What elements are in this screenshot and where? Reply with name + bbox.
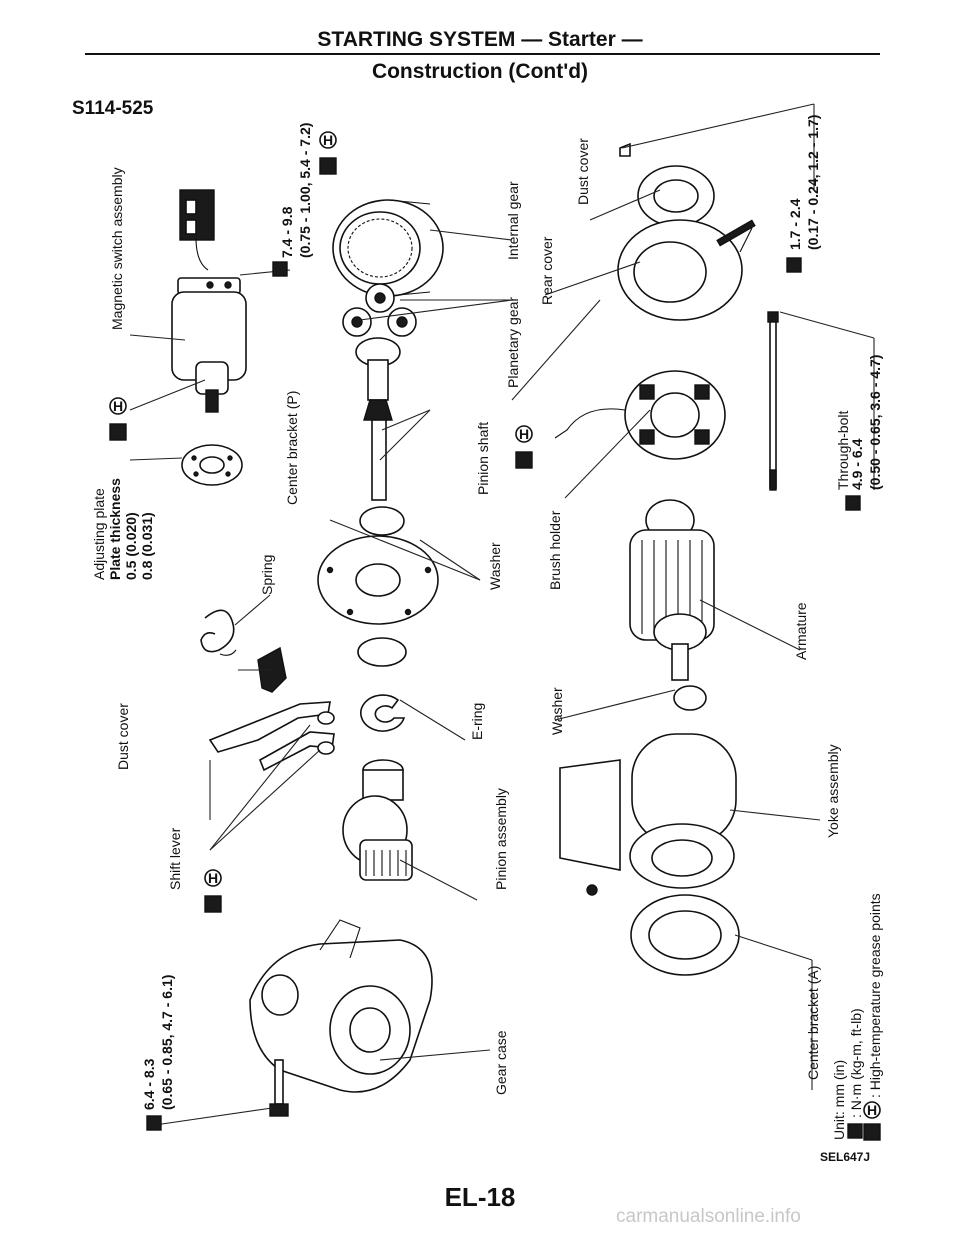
grease-symbol-brush-holder: H [515, 425, 533, 469]
label-gear-case: Gear case [493, 1030, 509, 1095]
starter-model-number: S114-525 [72, 98, 154, 119]
label-dust-cover-left: Dust cover [115, 703, 131, 770]
rear-cover-part [617, 219, 756, 321]
torque-gear-case-nm: 6.4 - 8.3 [141, 1058, 157, 1110]
grease-symbol-letter: H [323, 132, 333, 148]
grease-symbol-shift-lever: H [204, 869, 222, 913]
page-subtitle: Construction (Cont'd) [371, 60, 589, 83]
grease-symbol-letter: H [113, 398, 123, 414]
torque-through-bolt-nm: 4.9 - 6.4 [849, 438, 865, 490]
torque-mag-switch-nm: 7.4 - 9.8 [279, 206, 295, 258]
torque-wrench-icon [845, 495, 861, 511]
label-plate-thickness-2: 0.8 (0.031) [139, 512, 155, 580]
label-plate-thickness: Plate thickness [107, 478, 123, 580]
grease-box-icon [109, 423, 127, 441]
label-internal-gear: Internal gear [505, 181, 521, 260]
legend: Unit: mm (in) : N·m (kg-m, ft-lb) H : Hi… [831, 893, 883, 1141]
watermark: carmanualsonline.info [616, 1206, 801, 1227]
torque-rear-cover-alt: (0.17 - 0.24, 1.2 - 1.7) [805, 115, 821, 250]
center-bracket-a-part [630, 894, 740, 976]
washer-center-part [359, 506, 405, 536]
label-planetary-gear: Planetary gear [505, 297, 521, 388]
grease-box-icon [204, 895, 222, 913]
label-pinion-shaft: Pinion shaft [475, 422, 491, 495]
title-rule [85, 53, 880, 55]
torque-gear-case-alt: (0.65 - 0.85, 4.7 - 6.1) [159, 975, 175, 1110]
armature-part [629, 499, 715, 681]
shift-lever-part [208, 701, 335, 772]
torque-gear-case: 6.4 - 8.3 (0.65 - 0.85, 4.7 - 6.1) [141, 975, 175, 1131]
pinion-shaft-part [355, 337, 401, 501]
e-ring-part [360, 694, 406, 732]
label-center-bracket-a: Center bracket (A) [805, 966, 821, 1080]
legend-grease: : High-temperature grease points [867, 893, 883, 1098]
label-magnetic-switch-assembly: Magnetic switch assembly [109, 167, 125, 330]
dust-cover-left-part [257, 646, 287, 693]
label-adjusting-plate: Adjusting plate [91, 488, 107, 580]
torque-wrench-icon [786, 257, 802, 273]
grease-box-icon [863, 1123, 881, 1141]
pinion-assembly-part [342, 759, 413, 881]
legend-torque: : N·m (kg-m, ft-lb) [848, 1008, 864, 1118]
label-washer-center: Washer [487, 542, 503, 590]
torque-through-bolt-alt: (0.50 - 0.65, 3.6 - 4.7) [867, 355, 883, 490]
page-number: EL-18 [444, 1182, 516, 1212]
internal-gear-part [332, 199, 444, 297]
torque-magnetic-switch: 7.4 - 9.8 (0.75 - 1.00, 5.4 - 7.2) [272, 123, 313, 277]
brush-holder-part [554, 370, 726, 460]
washer-right-part [673, 685, 707, 711]
torque-rear-cover-nm: 1.7 - 2.4 [787, 198, 803, 250]
magnetic-switch-connector [179, 189, 215, 271]
label-shift-lever: Shift lever [167, 827, 183, 890]
label-dust-cover-right: Dust cover [575, 138, 591, 205]
gear-case-bolt [269, 1059, 289, 1117]
through-bolt-part [767, 311, 779, 491]
gear-case-part [249, 919, 433, 1093]
label-through-bolt: Through-bolt [835, 411, 851, 490]
grease-symbol-letter: H [519, 426, 529, 442]
adjusting-plate [181, 444, 243, 486]
label-washer-right: Washer [549, 687, 565, 735]
label-center-bracket-p: Center bracket (P) [284, 391, 300, 505]
dust-cover-right-part [619, 142, 715, 227]
spring [200, 609, 237, 656]
label-brush-holder: Brush holder [547, 510, 563, 590]
label-armature: Armature [793, 602, 809, 660]
magnetic-switch-body [171, 277, 247, 413]
washer-lower-part [357, 637, 407, 667]
center-bracket-p-part [317, 535, 439, 625]
grease-symbol-letter: H [208, 870, 218, 886]
grease-box-icon [515, 451, 533, 469]
figure-code: SEL647J [820, 1150, 871, 1164]
legend-unit: Unit: mm (in) [831, 1060, 847, 1140]
label-plate-thickness-1: 0.5 (0.020) [123, 512, 139, 580]
label-yoke-assembly: Yoke assembly [825, 744, 841, 838]
torque-wrench-icon [272, 261, 288, 277]
label-pinion-assembly: Pinion assembly [493, 788, 509, 890]
grease-symbol-internal-gear: H [319, 131, 337, 175]
grease-symbol-letter: H [867, 1102, 877, 1118]
grease-box-icon [319, 157, 337, 175]
torque-through-bolt: 4.9 - 6.4 (0.50 - 0.65, 3.6 - 4.7) [845, 355, 883, 511]
grease-symbol-magnetic-switch: H [109, 397, 127, 441]
label-spring: Spring [259, 555, 275, 595]
torque-wrench-icon [146, 1115, 162, 1131]
torque-rear-cover: 1.7 - 2.4 (0.17 - 0.24, 1.2 - 1.7) [786, 115, 821, 273]
label-rear-cover: Rear cover [539, 236, 555, 305]
torque-mag-switch-alt: (0.75 - 1.00, 5.4 - 7.2) [297, 123, 313, 258]
page-title: STARTING SYSTEM — Starter — [317, 28, 643, 51]
torque-wrench-icon [847, 1123, 863, 1139]
yoke-assembly-part [559, 733, 737, 896]
label-e-ring: E-ring [469, 703, 485, 740]
